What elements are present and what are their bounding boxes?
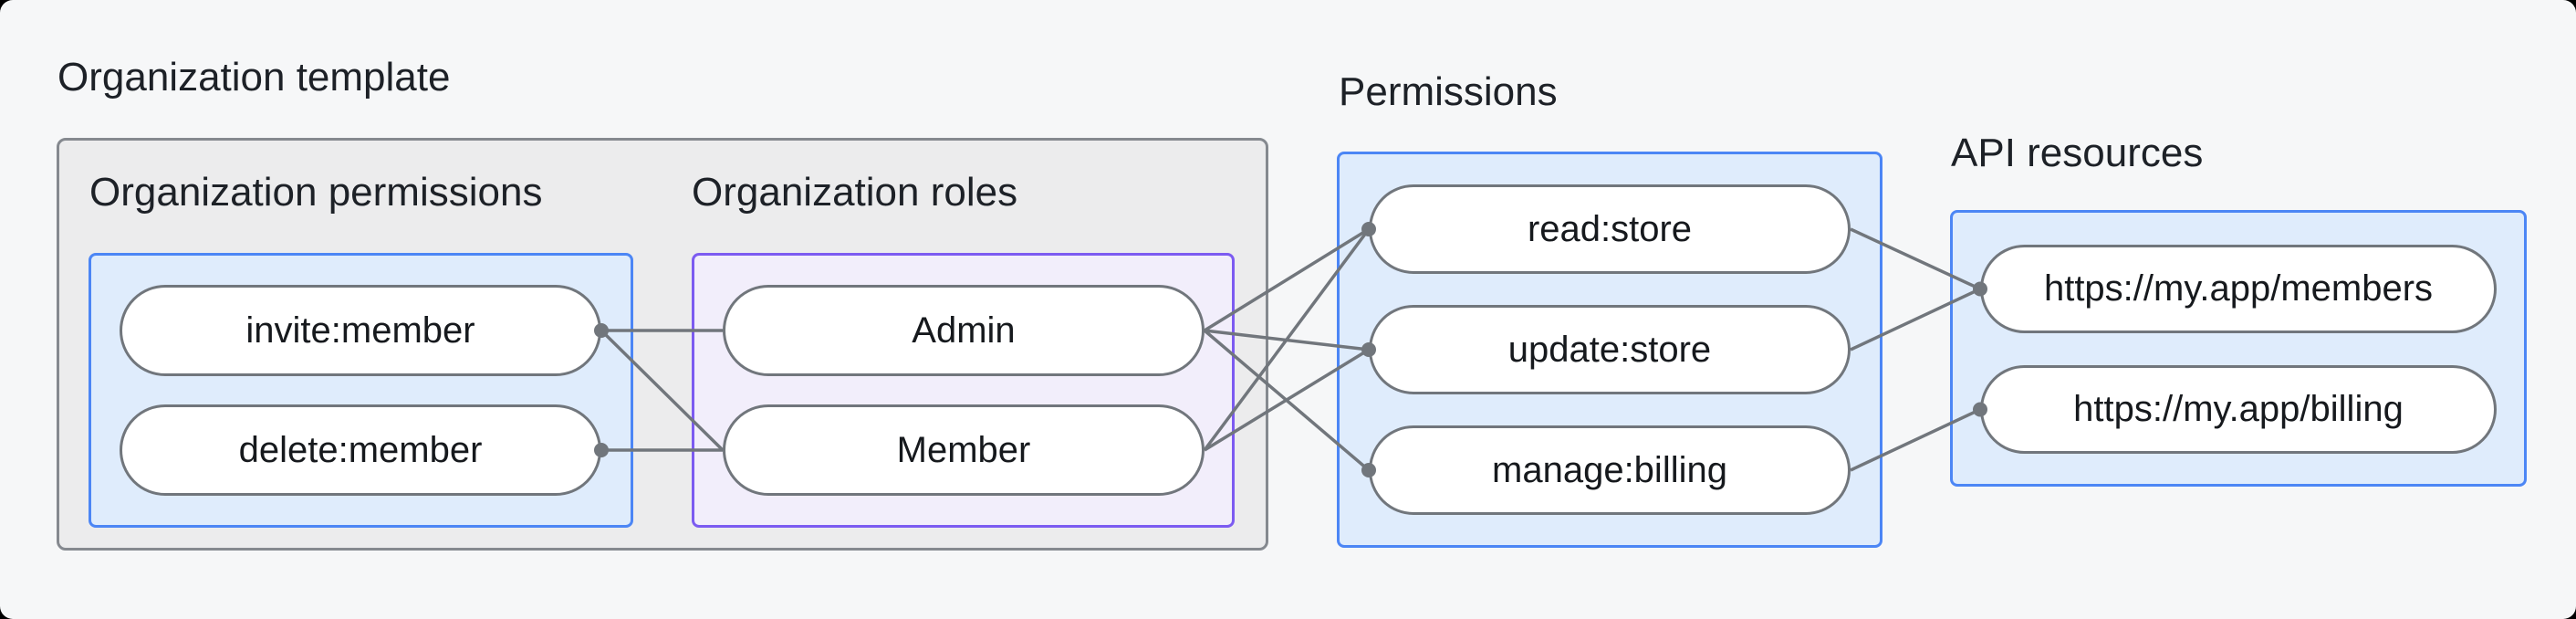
node-pill-admin: Admin	[723, 285, 1205, 376]
permissions-label: Permissions	[1339, 69, 1558, 114]
node-pill-update: update:store	[1369, 305, 1851, 394]
node-pill-delete: delete:member	[120, 404, 601, 496]
node-pill-manage: manage:billing	[1369, 425, 1851, 515]
node-pill-billing_api: https://my.app/billing	[1980, 365, 2497, 454]
node-pill-member: Member	[723, 404, 1205, 496]
organization-roles-label: Organization roles	[692, 170, 1018, 215]
api-resources-label: API resources	[1951, 131, 2204, 175]
node-pill-invite: invite:member	[120, 285, 601, 376]
node-pill-read: read:store	[1369, 184, 1851, 274]
organization-template-label: Organization template	[57, 55, 451, 100]
organization-permissions-label: Organization permissions	[89, 170, 543, 215]
node-pill-members_api: https://my.app/members	[1980, 245, 2497, 333]
